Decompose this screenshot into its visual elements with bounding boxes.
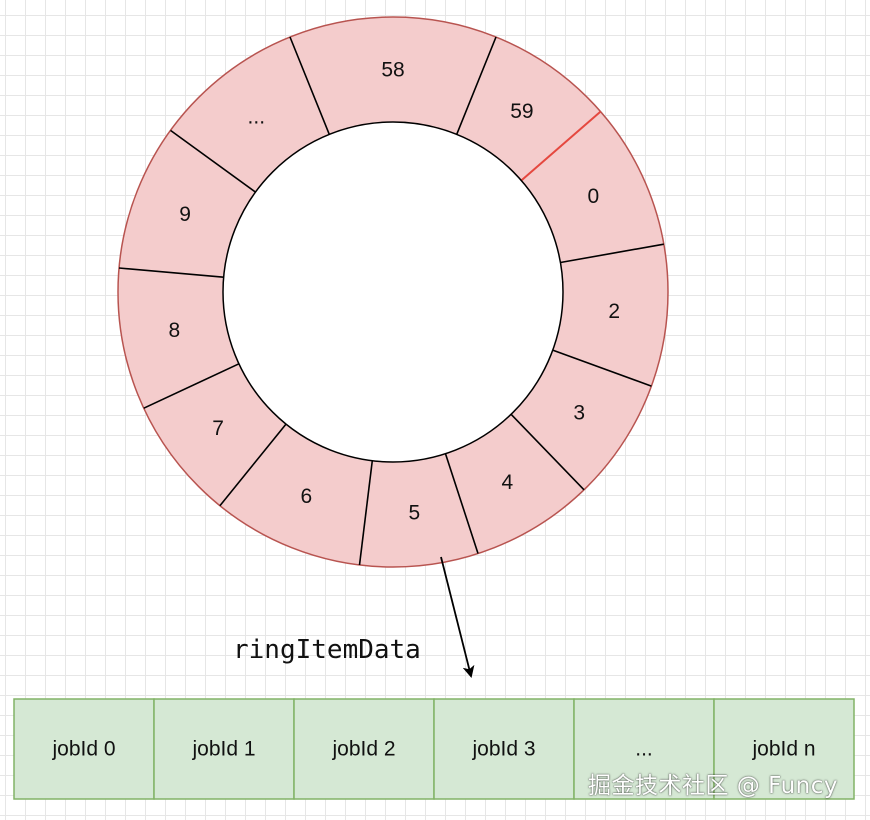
ring-segment-label: 0 (588, 185, 600, 208)
ring-divider (358, 460, 374, 566)
job-cell-label: jobId 1 (191, 738, 255, 761)
ring-divider (289, 36, 331, 135)
job-cell-label: jobId n (751, 738, 815, 761)
ring-divider (143, 363, 240, 409)
job-cell (153, 698, 295, 800)
ring-segment-label: ... (248, 106, 266, 129)
ring-divider (455, 36, 497, 135)
ring-inner-circle (222, 121, 564, 463)
job-cell-label: ... (635, 738, 653, 761)
ring-divider (170, 129, 256, 193)
ring-segment-label: 4 (501, 471, 513, 494)
job-cell (573, 698, 715, 800)
ring-divider (560, 243, 664, 264)
ring-segment-label: 9 (179, 203, 191, 226)
ring-segment-label: 6 (300, 485, 312, 508)
ring-dividers (118, 36, 664, 566)
ring-pointer-line (520, 110, 602, 182)
job-cell-label: jobId 2 (331, 738, 395, 761)
pointer-arrow (440, 556, 475, 678)
ring: 58 59 0 2 3 4 5 6 7 8 9... (117, 16, 669, 568)
ring-segment-label: 5 (408, 502, 420, 525)
ring-segment-label: 7 (212, 417, 224, 440)
job-cell (713, 698, 855, 800)
job-cell-label: jobId 3 (471, 738, 535, 761)
ring-labels: 58 59 0 2 3 4 5 6 7 8 9... (169, 59, 620, 525)
job-cell (293, 698, 435, 800)
ring-divider (510, 413, 585, 491)
job-cell-label: jobId 0 (51, 738, 115, 761)
ring-segment-label: 59 (510, 100, 533, 123)
caption-ringitemdata: ringItemData (233, 635, 421, 665)
watermark: 掘金技术社区 @ Funcy (588, 773, 839, 799)
ring-divider (118, 267, 224, 278)
ring-segment-label: 2 (608, 300, 620, 323)
ring-segment-label: 8 (169, 319, 181, 342)
ring-divider (552, 349, 652, 387)
ring-segment-label: 58 (381, 59, 404, 82)
ring-divider (219, 423, 287, 507)
ring-divider (444, 453, 479, 554)
job-cell (13, 698, 155, 800)
ring-segment-label: 3 (573, 401, 585, 424)
job-array: jobId 0 jobId 1 jobId 2 jobId 3... jobId n (13, 698, 855, 800)
